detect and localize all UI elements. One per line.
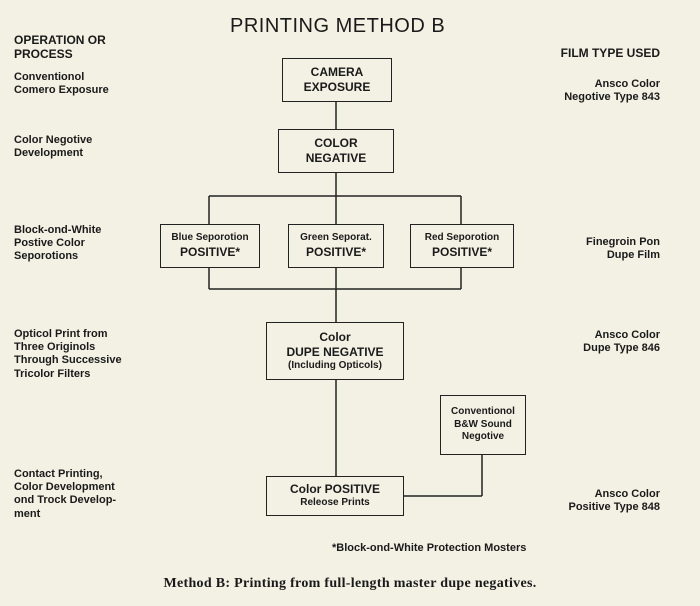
sound-negative-line-2: B&W Sound (454, 418, 512, 430)
operation-header: OPERATION OR PROCESS (14, 33, 106, 62)
red-separation-positive-box: Red Seporotion POSITIVE* (410, 224, 514, 268)
color-positive-release-box: Color POSITIVE Releose Prints (266, 476, 404, 516)
sound-negative-box: Conventionol B&W Sound Negotive (440, 395, 526, 455)
blue-separation-line-2: POSITIVE* (179, 244, 241, 259)
film-type-dupe: Ansco Color Dupe Type 846 (583, 329, 660, 355)
film-type-header: FILM TYPE USED (560, 46, 660, 60)
release-positive-line-1: Color POSITIVE (289, 482, 380, 497)
color-negative-box: COLOR NEGATIVE (278, 129, 394, 173)
film-type-positive: Ansco Color Positive Type 848 (568, 488, 660, 514)
camera-exposure-line-2: EXPOSURE (303, 80, 371, 94)
diagram-title: PRINTING METHOD B (230, 15, 446, 37)
film-type-pan-dupe: Finegroin Pon Dupe Film (586, 236, 660, 262)
sound-negative-line-3: Negotive (461, 431, 505, 443)
red-separation-line-1: Red Seporotion (424, 232, 500, 244)
blue-separation-line-1: Blue Seporotion (171, 232, 249, 244)
color-negative-line-2: NEGATIVE (305, 151, 367, 165)
color-negative-line-1: COLOR (314, 136, 358, 150)
operation-optical-print: Opticol Print from Three Originols Throu… (14, 328, 122, 380)
camera-exposure-box: CAMERA EXPOSURE (282, 58, 392, 102)
operation-separations: Block-ond-White Postive Color Seporotion… (14, 224, 102, 263)
color-dupe-negative-box: Color DUPE NEGATIVE (Including Opticols) (266, 322, 404, 380)
sound-negative-line-1: Conventionol (451, 406, 515, 418)
red-separation-line-2: POSITIVE* (431, 244, 493, 259)
operation-negative-development: Color Negotive Development (14, 134, 93, 160)
operation-contact-printing: Contact Printing, Color Development ond … (14, 468, 117, 520)
dupe-negative-line-2: DUPE NEGATIVE (286, 344, 384, 359)
green-separation-line-2: POSITIVE* (305, 244, 367, 259)
protection-masters-footnote: *Block-ond-White Protection Mosters (332, 542, 527, 554)
camera-exposure-line-1: CAMERA (310, 65, 364, 79)
dupe-negative-line-3: (Including Opticols) (288, 359, 382, 371)
operation-camera-exposure: Conventionol Comero Exposure (14, 71, 109, 97)
blue-separation-positive-box: Blue Seporotion POSITIVE* (160, 224, 260, 268)
release-positive-line-2: Releose Prints (300, 497, 370, 509)
figure-caption: Method B: Printing from full-length mast… (163, 576, 537, 591)
green-separation-positive-box: Green Seporat. POSITIVE* (288, 224, 384, 268)
dupe-negative-line-1: Color (319, 329, 351, 344)
film-type-negative: Ansco Color Negotive Type 843 (564, 78, 660, 104)
green-separation-line-1: Green Seporat. (300, 232, 372, 244)
